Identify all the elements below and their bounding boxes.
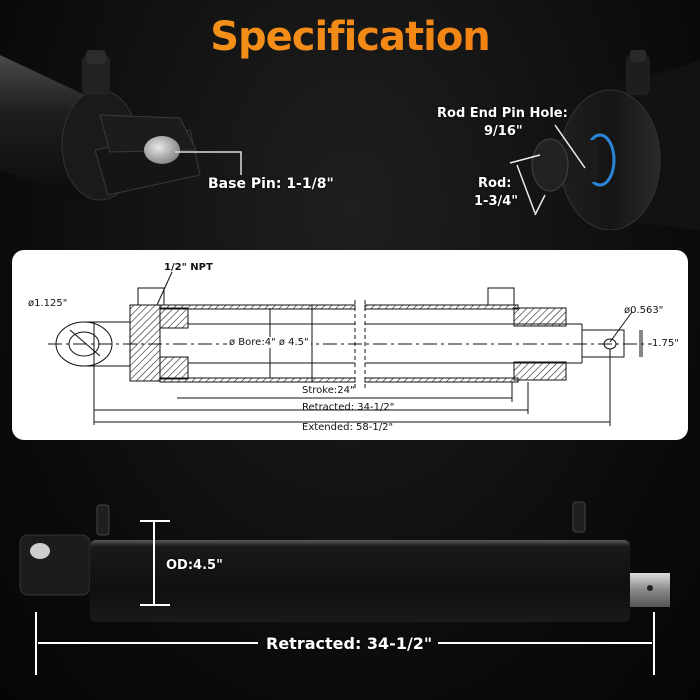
outer-diameter-label: OD:4.5" [166, 558, 223, 573]
npt-port-label: 1/2" NPT [164, 262, 213, 273]
rod-dia: 1.75" [652, 338, 679, 349]
base-end-photo [0, 50, 242, 201]
rod-value: 1-3/4" [474, 194, 519, 209]
page-title: Specification [0, 14, 700, 60]
technical-drawing: 1/2" NPT ø1.125" ø Bore:4" ø 4.5" ø0.563… [12, 250, 688, 440]
rod-end-pin-hole-value: 9/16" [484, 124, 523, 139]
retracted-dim: Retracted: 34-1/2" [302, 402, 395, 413]
extended-dim: Extended: 58-1/2" [302, 422, 394, 433]
rod-pin-hole-dia: ø0.563" [624, 305, 664, 316]
base-pin-callout: Base Pin: 1-1/8" [208, 176, 334, 192]
stroke-dim: Stroke:24" [302, 385, 355, 396]
rod-label: Rod: [478, 176, 512, 191]
retracted-length-label: Retracted: 34-1/2" [266, 634, 433, 653]
bore-dia: ø Bore:4" ø 4.5" [227, 337, 311, 348]
rod-end-pin-hole-label: Rod End Pin Hole: [437, 106, 568, 121]
base-pin-hole-dia: ø1.125" [28, 298, 68, 309]
